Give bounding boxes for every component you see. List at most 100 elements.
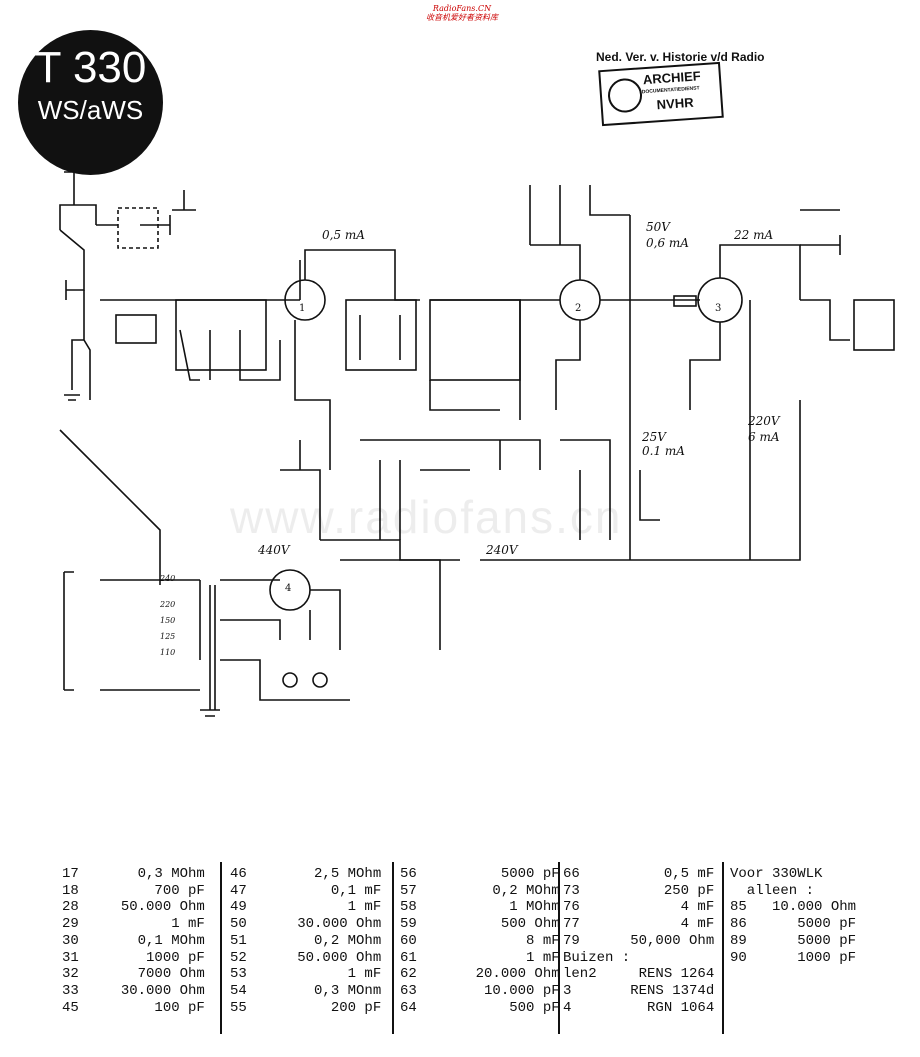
tube-row: 4 RGN 1064 bbox=[563, 1000, 714, 1017]
part-value: 0,3 MOnm bbox=[263, 982, 382, 999]
part-value: 0,2 MOhm bbox=[263, 932, 382, 949]
part-value: 1 mF bbox=[95, 916, 205, 933]
model-number: T 330 bbox=[34, 43, 147, 92]
part-row: 86 5000 pF bbox=[730, 916, 856, 933]
lamp-2-icon bbox=[312, 672, 328, 688]
part-row: 77 4 mF bbox=[563, 916, 714, 933]
part-row: 18 700 pF bbox=[62, 883, 205, 900]
label-voltage-grid3: 220V bbox=[748, 414, 780, 428]
part-row: 47 0,1 mF bbox=[230, 883, 381, 900]
antenna-input bbox=[59, 171, 196, 585]
part-value: 30.000 Ohm bbox=[95, 982, 205, 999]
source-watermark-subtext: 收音机爱好者资料库 bbox=[426, 13, 498, 22]
part-number: 46 bbox=[230, 866, 264, 882]
part-value: 20.000 Ohm bbox=[433, 966, 560, 983]
wlk-subheading: alleen : bbox=[730, 882, 815, 899]
part-number: 77 bbox=[563, 916, 589, 933]
label-tap-220: 220 bbox=[160, 600, 176, 609]
tube-2-label: 2 bbox=[575, 303, 582, 314]
part-number: 53 bbox=[230, 966, 264, 983]
part-row: 89 5000 pF bbox=[730, 933, 856, 950]
part-row: 55 200 pF bbox=[230, 1000, 381, 1017]
part-number: 30 bbox=[62, 932, 96, 949]
part-value: 1 mF bbox=[433, 949, 560, 966]
part-row: 73 250 pF bbox=[563, 883, 714, 900]
part-number: 55 bbox=[230, 999, 264, 1016]
stage-1 bbox=[100, 249, 420, 470]
part-row: 57 0,2 MOhm bbox=[400, 883, 560, 900]
part-number: 58 bbox=[400, 899, 434, 916]
part-number: 63 bbox=[400, 982, 434, 999]
part-row: 79 50,000 Ohm bbox=[563, 933, 714, 950]
part-value: 50.000 Ohm bbox=[95, 899, 205, 916]
part-row: 32 7000 Ohm bbox=[62, 966, 205, 983]
part-row: 54 0,3 MOnm bbox=[230, 983, 381, 1000]
part-number: 62 bbox=[400, 966, 434, 983]
part-number: 17 bbox=[62, 866, 96, 882]
part-number: 64 bbox=[400, 999, 434, 1016]
part-value: 2,5 MOhm bbox=[263, 866, 382, 882]
part-row: 51 0,2 MOhm bbox=[230, 933, 381, 950]
label-tap-240: 240 bbox=[160, 574, 176, 583]
part-value: 10.000 pF bbox=[433, 982, 560, 999]
part-number: 76 bbox=[563, 899, 589, 916]
part-row: 61 1 mF bbox=[400, 950, 560, 967]
part-value: 0,3 MOhm bbox=[95, 866, 205, 882]
part-value: 0,1 mF bbox=[263, 882, 382, 899]
part-value: 0,5 mF bbox=[588, 866, 715, 882]
part-value: 200 pF bbox=[263, 999, 382, 1016]
part-row: 56 5000 pF bbox=[400, 866, 560, 883]
part-row: 76 4 mF bbox=[563, 899, 714, 916]
part-row: 58 1 MOhm bbox=[400, 899, 560, 916]
part-number: len2 bbox=[563, 966, 606, 983]
parts-divider-2 bbox=[392, 862, 394, 1034]
part-row: 31 1000 pF bbox=[62, 950, 205, 967]
part-number: 79 bbox=[563, 932, 589, 949]
part-value: 5000 pF bbox=[755, 916, 857, 933]
part-value: 500 Ohm bbox=[433, 916, 560, 933]
ht-bus bbox=[320, 400, 801, 650]
part-value: 0,2 MOhm bbox=[433, 882, 560, 899]
part-number: 47 bbox=[230, 882, 264, 899]
part-row: 85 10.000 Ohm bbox=[730, 899, 856, 916]
part-number: 50 bbox=[230, 916, 264, 933]
tube-row: len2 RENS 1264 bbox=[563, 966, 714, 983]
part-number: 61 bbox=[400, 949, 434, 966]
part-value: 250 pF bbox=[588, 882, 715, 899]
parts-divider-1 bbox=[220, 862, 222, 1034]
part-number: 54 bbox=[230, 982, 264, 999]
label-tap-110: 110 bbox=[160, 648, 176, 657]
tube-1-label: 1 bbox=[299, 303, 306, 314]
part-value: 4 mF bbox=[588, 899, 715, 916]
part-row: 53 1 mF bbox=[230, 966, 381, 983]
part-row: 62 20.000 Ohm bbox=[400, 966, 560, 983]
schematic-watermark: www.radiofans.cn bbox=[230, 491, 623, 543]
part-value: RENS 1374d bbox=[605, 982, 715, 999]
part-number: 89 bbox=[730, 932, 756, 949]
part-number: 29 bbox=[62, 916, 96, 933]
part-row: 64 500 pF bbox=[400, 1000, 560, 1017]
part-row: 49 1 mF bbox=[230, 899, 381, 916]
part-number: 66 bbox=[563, 866, 589, 882]
part-value: 1 mF bbox=[263, 899, 382, 916]
label-current-screen: 0.1 mA bbox=[642, 444, 685, 458]
tube-row: 3 RENS 1374d bbox=[563, 983, 714, 1000]
part-value: 500 pF bbox=[433, 999, 560, 1016]
part-value: 1 MOhm bbox=[433, 899, 560, 916]
part-number: 85 bbox=[730, 899, 756, 916]
part-value: 30.000 Ohm bbox=[263, 916, 382, 933]
if-transformer-1 bbox=[345, 299, 521, 420]
part-number: 28 bbox=[62, 899, 96, 916]
part-row: 63 10.000 pF bbox=[400, 983, 560, 1000]
part-value: 700 pF bbox=[95, 882, 205, 899]
part-number: 32 bbox=[62, 966, 96, 983]
tube-3-label: 3 bbox=[715, 303, 722, 314]
part-value: 10.000 Ohm bbox=[755, 899, 857, 916]
label-tap-125: 125 bbox=[160, 632, 176, 641]
label-voltage-v2: 50V bbox=[646, 220, 670, 234]
part-value: 1000 pF bbox=[755, 949, 857, 966]
